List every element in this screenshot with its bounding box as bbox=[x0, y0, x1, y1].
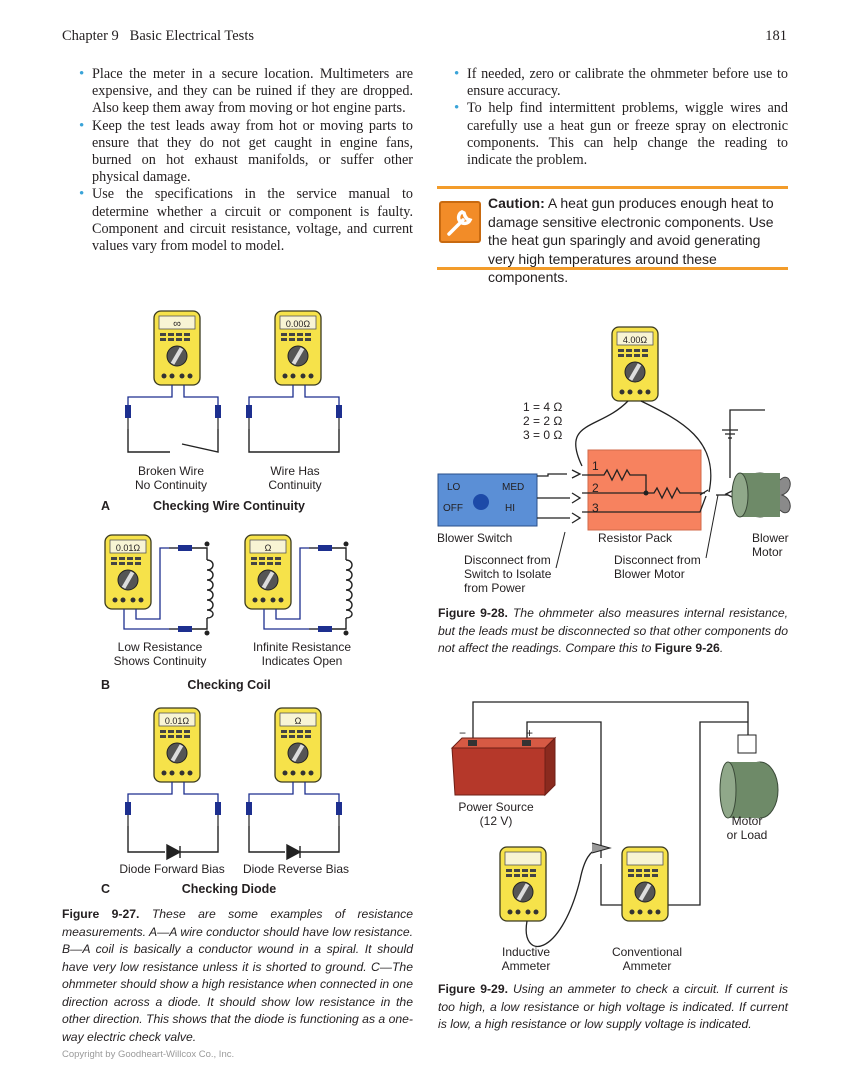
resistor-num: 2 bbox=[592, 481, 599, 495]
power-source-volts: (12 V) bbox=[480, 814, 513, 828]
panel-letter-a: A bbox=[101, 499, 110, 513]
caution-text: A heat gun produces enough heat to damag… bbox=[488, 195, 774, 285]
indicates-open-label: Indicates Open bbox=[262, 654, 343, 668]
meter-reading: Ω bbox=[295, 716, 302, 726]
panel-title-b: Checking Coil bbox=[187, 678, 270, 692]
disconnect-switch-label: Disconnect from bbox=[464, 553, 551, 567]
switch-med: MED bbox=[502, 482, 524, 493]
fig27a-good-wire: 0.00Ω bbox=[245, 310, 343, 453]
bullet-item: •Keep the test leads away from hot or mo… bbox=[79, 117, 413, 186]
fig28-diagram: 4.00Ω LO MED OFF HI 1 2 3 bbox=[437, 326, 791, 569]
minus-terminal: − bbox=[459, 726, 466, 740]
fig29-caption: Figure 9-29. Using an ammeter to check a… bbox=[438, 982, 789, 1031]
switch-hi: HI bbox=[505, 503, 515, 514]
bullet-item: •Place the meter in a secure location. M… bbox=[79, 66, 413, 117]
motor-label: Motor bbox=[732, 814, 763, 828]
caution-box: Caution: A heat gun produces enough heat… bbox=[437, 186, 788, 285]
low-resistance-label: Low Resistance bbox=[118, 640, 203, 654]
legend-item: 2 = 2 Ω bbox=[523, 414, 562, 428]
right-bullet-list: •If needed, zero or calibrate the ohmmet… bbox=[437, 66, 788, 169]
plus-terminal: + bbox=[526, 726, 533, 740]
running-header: Chapter 9 Basic Electrical Tests bbox=[62, 28, 254, 44]
fig27a-broken-wire: ∞ bbox=[124, 310, 222, 453]
fig27c-forward-bias: 0.01Ω bbox=[124, 707, 222, 861]
ammeter-label: Ammeter bbox=[502, 959, 551, 973]
forward-bias-label: Diode Forward Bias bbox=[119, 862, 224, 876]
meter-reading: 0.01Ω bbox=[165, 716, 190, 726]
legend-item: 1 = 4 Ω bbox=[523, 400, 562, 414]
panel-title-a: Checking Wire Continuity bbox=[153, 499, 305, 513]
caution-label: Caution: bbox=[488, 195, 545, 211]
shows-continuity-label: Shows Continuity bbox=[114, 654, 207, 668]
legend-item: 3 = 0 Ω bbox=[523, 428, 562, 442]
broken-wire-label: Broken Wire bbox=[138, 464, 204, 478]
wire-has-label: Wire Has bbox=[270, 464, 319, 478]
reverse-bias-label: Diode Reverse Bias bbox=[243, 862, 349, 876]
switch-lo: LO bbox=[447, 482, 461, 493]
switch-off: OFF bbox=[443, 503, 463, 514]
inductive-label: Inductive bbox=[502, 945, 550, 959]
meter-reading: ∞ bbox=[173, 318, 181, 330]
infinite-resistance-label: Infinite Resistance bbox=[253, 640, 351, 654]
left-bullet-list: •Place the meter in a secure location. M… bbox=[62, 66, 413, 255]
load-label: or Load bbox=[727, 828, 768, 842]
disconnect-motor-label: Blower Motor bbox=[614, 567, 685, 581]
wrench-icon bbox=[439, 201, 481, 243]
meter-reading: Ω bbox=[265, 543, 272, 553]
blower-label: Blower bbox=[752, 531, 789, 545]
resistor-num: 3 bbox=[592, 501, 599, 515]
conventional-label: Conventional bbox=[612, 945, 682, 959]
ammeter-label: Ammeter bbox=[623, 959, 672, 973]
blower-switch-label: Blower Switch bbox=[437, 531, 512, 545]
fig27b-low-resistance: 0.01Ω bbox=[104, 534, 214, 636]
fig28-caption: Figure 9-28. The ohmmeter also measures … bbox=[438, 606, 788, 655]
bullet-item: •To help find intermittent problems, wig… bbox=[454, 100, 788, 169]
panel-letter-b: B bbox=[101, 678, 110, 692]
panel-letter-c: C bbox=[101, 882, 110, 896]
meter-reading: 0.01Ω bbox=[116, 543, 141, 553]
no-continuity-label: No Continuity bbox=[135, 478, 207, 492]
fig27c-reverse-bias: Ω bbox=[245, 707, 343, 861]
continuity-label: Continuity bbox=[268, 478, 321, 492]
fig29-diagram: − + bbox=[450, 701, 779, 948]
page-number: 181 bbox=[765, 28, 787, 44]
fig27b-infinite-resistance: Ω bbox=[244, 534, 353, 636]
fig27-caption: Figure 9-27. These are some examples of … bbox=[62, 907, 413, 1044]
bullet-item: •Use the specifications in the service m… bbox=[79, 186, 413, 255]
disconnect-motor-label: Disconnect from bbox=[614, 553, 701, 567]
resistor-pack-label: Resistor Pack bbox=[598, 531, 673, 545]
panel-title-c: Checking Diode bbox=[182, 882, 277, 896]
motor-label: Motor bbox=[752, 545, 783, 559]
copyright-footer: Copyright by Goodheart-Willcox Co., Inc. bbox=[62, 1049, 235, 1060]
power-source-label: Power Source bbox=[458, 800, 534, 814]
disconnect-switch-label: from Power bbox=[464, 581, 525, 595]
bullet-item: •If needed, zero or calibrate the ohmmet… bbox=[454, 66, 788, 100]
meter-reading: 0.00Ω bbox=[286, 319, 311, 329]
meter-reading: 4.00Ω bbox=[623, 335, 648, 345]
resistor-num: 1 bbox=[592, 459, 599, 473]
disconnect-switch-label: Switch to Isolate bbox=[464, 567, 552, 581]
